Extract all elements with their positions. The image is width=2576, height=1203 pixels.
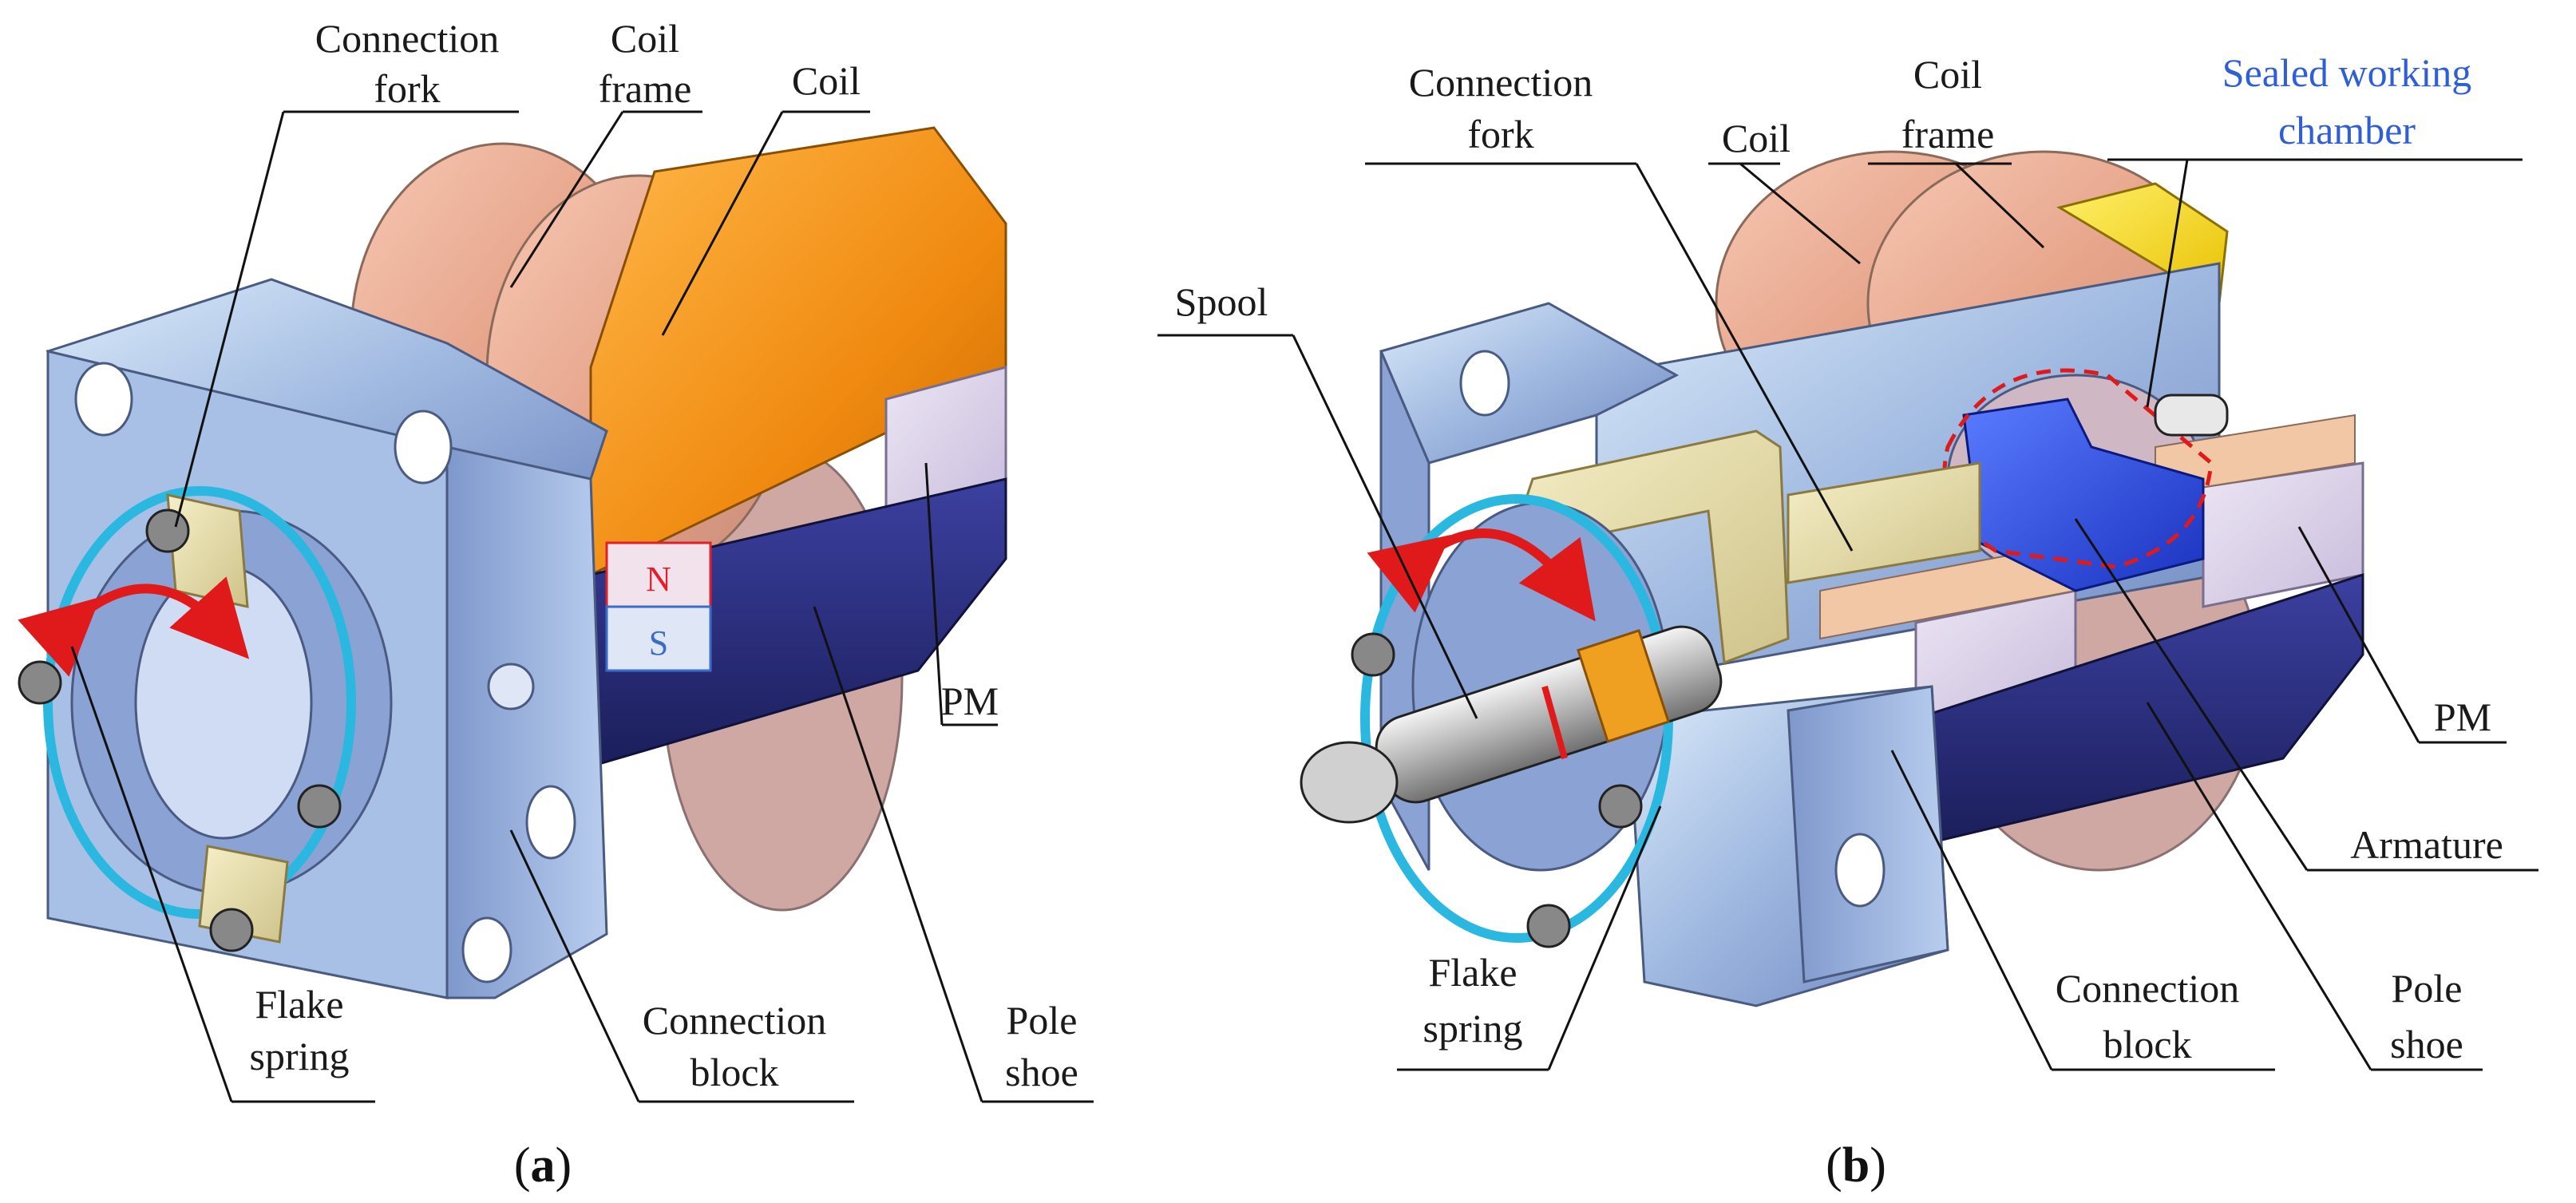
spring-screw-4-a	[209, 908, 254, 952]
caption-a-close: )	[556, 1138, 572, 1193]
spring-screw-3-a	[297, 784, 342, 829]
spring-screw-2-b	[1598, 784, 1643, 829]
panel-a: N S Connection	[18, 16, 1094, 1193]
leader-armature-b	[2074, 518, 2538, 872]
label-flake-spring-line2-a: spring	[250, 1034, 350, 1078]
label-pole-shoe-line2-b: shoe	[2390, 1022, 2463, 1066]
label-coil-frame-line2-b: frame	[1901, 112, 1995, 156]
leader-spool-b	[1157, 334, 1478, 719]
connection-block-side-b	[1787, 685, 1949, 983]
connection-block-face-a	[445, 445, 608, 999]
leader-flake-spring-b	[1397, 805, 1662, 1071]
caption-b-open: (	[1826, 1138, 1842, 1193]
rotation-arrow-b	[1367, 528, 1596, 622]
leader-coil-a	[661, 110, 870, 336]
label-sealed-chamber-line2-b: chamber	[2278, 108, 2416, 152]
label-connection-block-line1-b: Connection	[2056, 966, 2240, 1011]
leader-coil-frame-b	[1868, 162, 2045, 249]
spool-end-b	[1300, 741, 1399, 824]
leader-sealed-chamber-b	[2107, 158, 2523, 408]
pin-b	[2154, 394, 2229, 437]
label-pole-shoe-line2-a: shoe	[1005, 1050, 1078, 1094]
label-pm-b: PM	[2434, 694, 2491, 739]
caption-b: (b)	[1826, 1138, 1886, 1193]
bolt-hole-1-b	[1459, 350, 1510, 417]
leader-pole-shoe-a	[813, 606, 1094, 1103]
hex-screw-a	[487, 663, 535, 710]
caption-a-open: (	[514, 1138, 531, 1193]
bolt-hole-2-b	[1834, 833, 1886, 908]
spring-screw-1-b	[1351, 632, 1395, 677]
leader-connection-block-b	[1890, 750, 2275, 1071]
caption-a: (a)	[514, 1138, 572, 1193]
caption-b-close: )	[1870, 1138, 1886, 1193]
label-connection-block-line2-a: block	[690, 1050, 778, 1094]
bolt-hole-3-a	[525, 785, 576, 860]
label-flake-spring-line1-a: Flake	[255, 982, 343, 1027]
label-flake-spring-line1-b: Flake	[1428, 950, 1517, 995]
label-coil-a: Coil	[792, 58, 861, 103]
magnet-s-label-a: S	[649, 623, 668, 663]
bolt-hole-1-a	[74, 362, 133, 437]
label-connection-fork-line1-b: Connection	[1409, 60, 1593, 105]
bolt-hole-4-a	[461, 916, 512, 983]
label-connection-block-line2-b: block	[2103, 1022, 2191, 1066]
spring-screw-2-a	[18, 660, 62, 705]
leader-coil-frame-a	[509, 110, 702, 288]
magnet-s-a	[605, 605, 712, 672]
label-connection-fork-line2-a: fork	[374, 66, 440, 111]
leader-connection-fork-a	[174, 110, 519, 528]
label-pole-shoe-line1-a: Pole	[1007, 998, 1078, 1043]
panel-b: Connection fork Coil Coil frame Sealed w…	[1157, 50, 2538, 1193]
leader-pm-a	[924, 462, 998, 726]
label-pm-a: PM	[941, 679, 999, 723]
spring-screw-3-b	[1526, 904, 1571, 948]
leader-pole-shoe-b	[2146, 702, 2483, 1071]
label-connection-fork-line2-b: fork	[1467, 112, 1533, 156]
label-spool-b: Spool	[1175, 279, 1268, 324]
spool-red-ring-b	[1541, 685, 1568, 760]
spring-screw-1-a	[145, 509, 190, 553]
bolt-hole-2-a	[394, 410, 453, 485]
label-pole-shoe-line1-b: Pole	[2392, 966, 2463, 1011]
label-coil-frame-line2-a: frame	[599, 66, 692, 111]
caption-b-letter: b	[1842, 1138, 1870, 1193]
magnet-n-a	[605, 541, 712, 608]
label-connection-fork-line1-a: Connection	[315, 16, 500, 61]
fork-arm-b	[1787, 461, 1981, 584]
label-flake-spring-line2-b: spring	[1423, 1006, 1523, 1051]
label-connection-block-line1-a: Connection	[643, 998, 827, 1043]
label-armature-b: Armature	[2350, 822, 2503, 867]
leader-connection-block-a	[509, 829, 854, 1103]
leader-pm-b	[2297, 526, 2507, 744]
spool-orange-band-b	[1577, 629, 1671, 743]
leader-flake-spring-a	[70, 646, 375, 1103]
inner-bore-a	[134, 565, 313, 840]
label-coil-frame-line1-b: Coil	[1913, 52, 1982, 97]
leader-connection-fork-b	[1365, 162, 1854, 552]
label-coil-b: Coil	[1722, 116, 1791, 160]
label-coil-frame-line1-a: Coil	[611, 16, 679, 61]
leader-coil-b	[1708, 162, 1861, 265]
caption-a-letter: a	[531, 1138, 556, 1193]
rotation-arrow-a	[18, 576, 250, 677]
label-sealed-chamber-line1-b: Sealed working	[2222, 50, 2471, 95]
magnet-n-label-a: N	[646, 560, 671, 599]
